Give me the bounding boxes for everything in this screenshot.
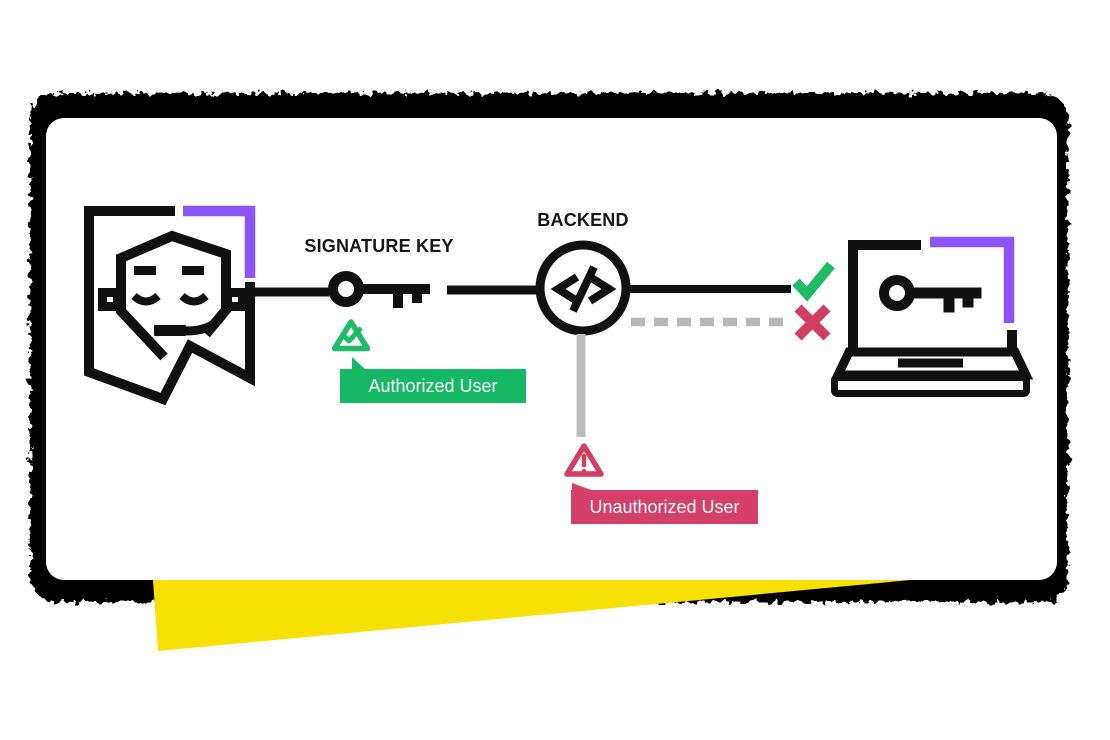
authorized-user-badge-label: Authorized User xyxy=(368,375,498,396)
signature-key-label: SIGNATURE KEY xyxy=(304,236,454,256)
backend-label: BACKEND xyxy=(537,210,629,230)
diagram-card xyxy=(46,118,1057,580)
unauthorized-user-badge-label: Unauthorized User xyxy=(589,496,740,517)
unauthorized-user-badge: Unauthorized User xyxy=(571,490,758,524)
authorized-user-badge: Authorized User xyxy=(340,369,526,403)
